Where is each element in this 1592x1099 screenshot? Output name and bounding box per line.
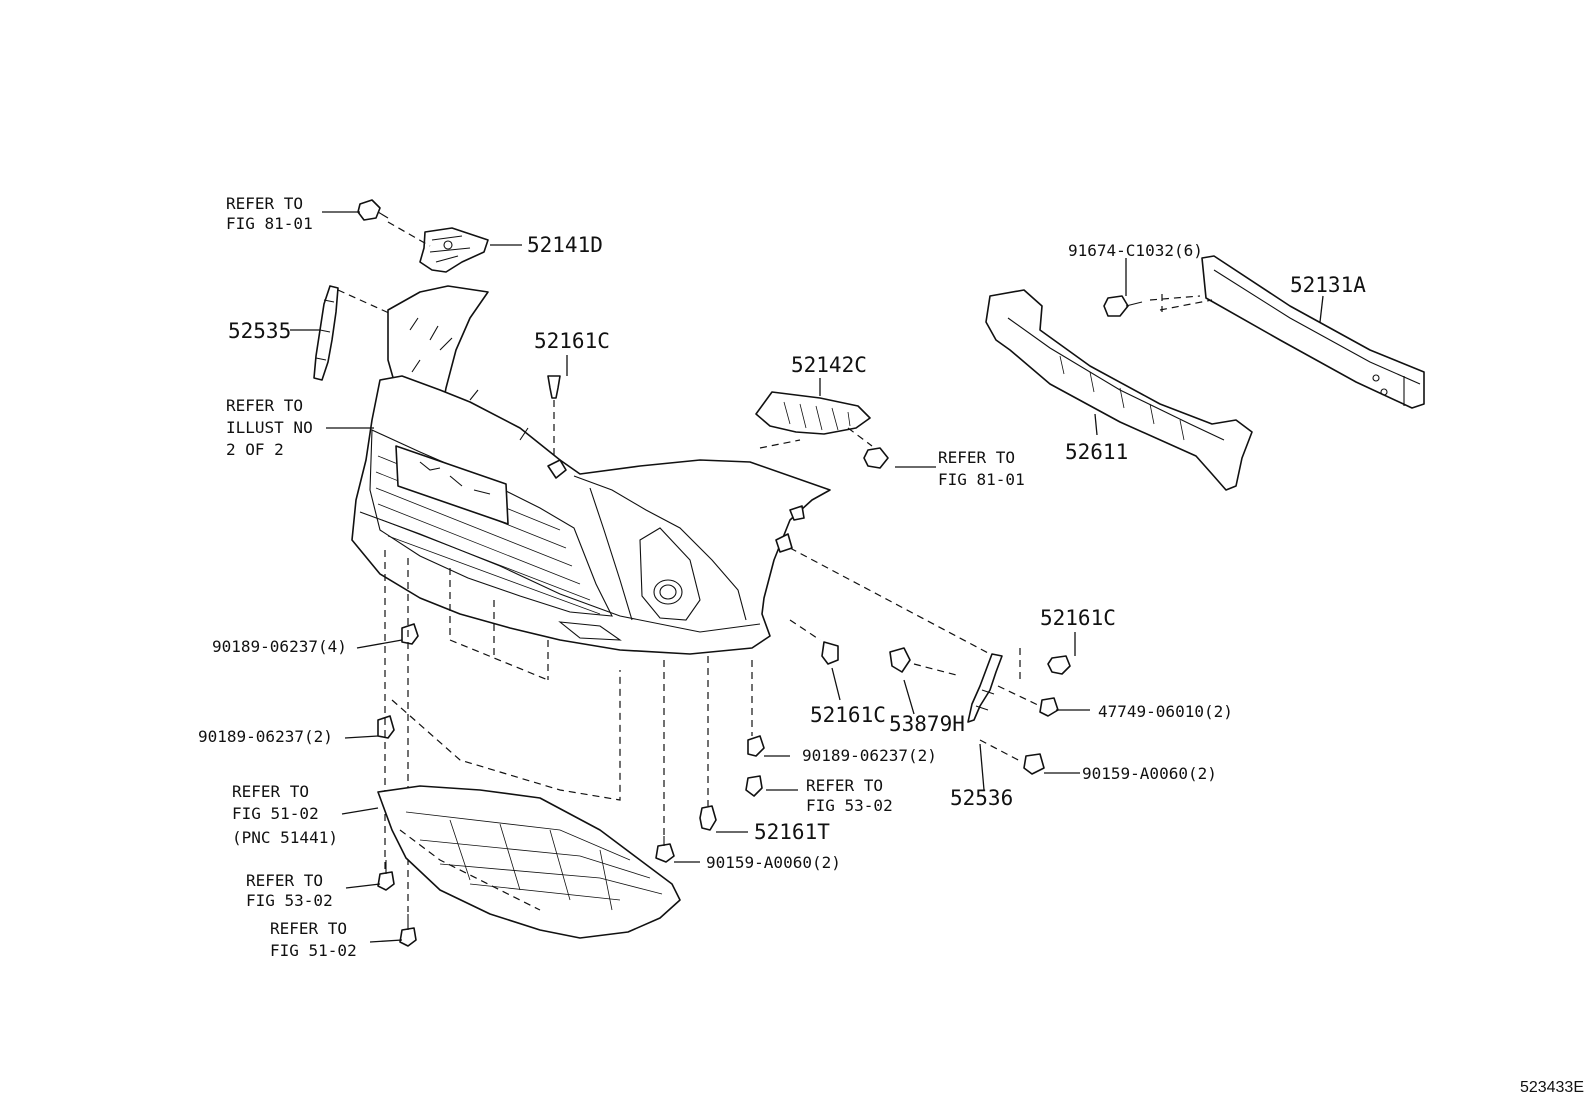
refer-fig-51-02-left-label: REFER TO FIG 51-02 — [270, 919, 357, 960]
part-52141d-label: 52141D — [527, 233, 603, 257]
bracket-52141d-drawing — [419, 227, 489, 273]
absorber-52611-drawing — [985, 289, 1253, 491]
bracket-52535-drawing — [313, 285, 401, 381]
part-52535-label: 52535 — [228, 319, 291, 343]
bracket-53879h-drawing — [889, 647, 961, 677]
diagram-id: 523433E — [1520, 1079, 1584, 1096]
part-52161t-label: 52161T — [754, 820, 830, 844]
refer-illust-no-label: REFER TO ILLUST NO 2 OF 2 — [226, 396, 322, 459]
part-90189-2b-label: 90189-06237(2) — [802, 746, 937, 765]
part-52161c-mid-label: 52161C — [810, 703, 886, 727]
refer-fig-53-02-left-label: REFER TO FIG 53-02 — [246, 871, 333, 910]
bracket-52536-drawing — [789, 547, 1059, 775]
clip-90189-right-drawing — [745, 660, 765, 797]
part-52611-label: 52611 — [1065, 440, 1128, 464]
clip-52161t-drawing — [699, 656, 717, 831]
part-90159-bottom-label: 90159-A0060(2) — [706, 853, 841, 872]
bolt-81-01-top-drawing — [357, 199, 431, 247]
reinforcement-52131a-drawing — [1201, 255, 1425, 409]
part-52161c-top-label: 52161C — [534, 329, 610, 353]
bumper-cover-drawing — [351, 285, 831, 655]
part-53879h-label: 53879H — [889, 712, 965, 736]
part-91674-label: 91674-C1032(6) — [1068, 241, 1203, 260]
refer-fig-81-01-right-label: REFER TO FIG 81-01 — [938, 448, 1025, 489]
part-52161c-right-label: 52161C — [1040, 606, 1116, 630]
under-cover-drawing — [377, 785, 681, 939]
refer-fig-53-02-right-label: REFER TO FIG 53-02 — [806, 776, 893, 815]
bolt-90159-bottom-drawing — [655, 660, 675, 863]
bolt-91674-drawing — [1103, 294, 1213, 317]
clip-52161c-top-drawing — [547, 375, 561, 460]
refer-fig-51-02-pnc-label: REFER TO FIG 51-02 (PNC 51441) — [232, 782, 338, 847]
part-47749-label: 47749-06010(2) — [1098, 702, 1233, 721]
part-90189-2-label: 90189-06237(2) — [198, 727, 333, 746]
clip-52161c-mid-drawing — [789, 619, 839, 665]
refer-fig-81-01-top-label: REFER TO FIG 81-01 — [226, 194, 313, 233]
leader-lines — [290, 211, 1324, 943]
part-52142c-label: 52142C — [791, 353, 867, 377]
part-90189-4-label: 90189-06237(4) — [212, 637, 347, 656]
clip-52161c-right-drawing — [1019, 648, 1071, 680]
part-52131a-label: 52131A — [1290, 273, 1366, 297]
part-90159-right-label: 90159-A0060(2) — [1082, 764, 1217, 783]
bolts-left-bottom-drawing — [377, 860, 417, 947]
part-52536-label: 52536 — [950, 786, 1013, 810]
bracket-52142c-drawing — [755, 391, 889, 469]
